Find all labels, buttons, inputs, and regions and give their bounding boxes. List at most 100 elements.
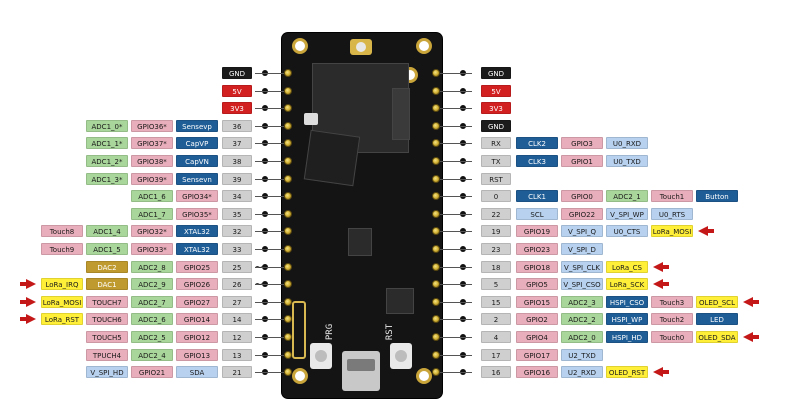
header-pin <box>284 280 292 288</box>
pin-label: ADC2_6 <box>131 313 173 325</box>
pin-label: GPIO17 <box>516 349 558 361</box>
header-pin <box>284 192 292 200</box>
header-pin <box>432 298 440 306</box>
pin-label: XTAL32 <box>176 243 218 255</box>
pin-label: GPIO34* <box>176 190 218 202</box>
pin-label: ADC2_4 <box>131 349 173 361</box>
pin-number: 25 <box>222 261 252 273</box>
pin-label: TPUCH4 <box>86 349 128 361</box>
pin-label: GPIO14 <box>176 313 218 325</box>
pin-lead <box>440 214 472 215</box>
mounting-hole <box>416 368 432 384</box>
pin-lead <box>255 355 284 356</box>
pin-lead <box>255 319 284 320</box>
pin-label: GPIO0 <box>561 190 603 202</box>
pin-lead <box>440 73 472 74</box>
pin-label: OLED_SDA <box>696 331 738 343</box>
pin-label: CLK3 <box>516 155 558 167</box>
prg-button[interactable] <box>310 343 332 369</box>
header-pin <box>284 298 292 306</box>
pin-label: ADC1_3* <box>86 173 128 185</box>
pin-label: CLK1 <box>516 190 558 202</box>
pin-label: OLED_RST <box>606 366 648 378</box>
pin-label: CLK2 <box>516 137 558 149</box>
pin-label: ADC1_1* <box>86 137 128 149</box>
rst-button[interactable] <box>390 343 412 369</box>
header-pin <box>432 192 440 200</box>
pin-label: ADC2_0 <box>561 331 603 343</box>
pin-lead <box>440 355 472 356</box>
pin-number: 12 <box>222 331 252 343</box>
pin-label: GPIO27 <box>176 296 218 308</box>
header-pin <box>432 157 440 165</box>
pin-lead <box>440 302 472 303</box>
pin-label: CapVN <box>176 155 218 167</box>
pin-label: ADC1_5 <box>86 243 128 255</box>
pin-label: GPIO38* <box>131 155 173 167</box>
pin-label: 5V <box>481 85 511 97</box>
pin-label: U2_TXD <box>561 349 603 361</box>
header-pin <box>432 245 440 253</box>
arrow-icon <box>653 262 663 272</box>
pin-label: ADC1_0* <box>86 120 128 132</box>
header-pin <box>284 157 292 165</box>
pin-label: GPIO19 <box>516 225 558 237</box>
pin-lead <box>255 91 284 92</box>
pin-number: 39 <box>222 173 252 185</box>
pin-label: TOUCH7 <box>86 296 128 308</box>
pin-lead <box>440 284 472 285</box>
pin-label: ADC1_6 <box>131 190 173 202</box>
pin-label: DAC1 <box>86 278 128 290</box>
pin-label: GPIO12 <box>176 331 218 343</box>
pin-number: 17 <box>481 349 511 361</box>
pin-label: GPIO1 <box>561 155 603 167</box>
usb-port-icon[interactable] <box>342 351 380 391</box>
pin-number: 5 <box>481 278 511 290</box>
pin-lead <box>255 231 284 232</box>
header-pin <box>284 315 292 323</box>
pin-lead <box>255 302 284 303</box>
arrow-icon <box>26 279 36 289</box>
pin-label: SDA <box>176 366 218 378</box>
pin-lead <box>255 214 284 215</box>
prg-silk-label: PRG <box>325 324 335 340</box>
pin-lead <box>440 231 472 232</box>
pin-lead <box>440 108 472 109</box>
pin-label: Touch8 <box>41 225 83 237</box>
pin-label: Touch9 <box>41 243 83 255</box>
pin-label: LED <box>696 313 738 325</box>
arrow-icon <box>743 332 753 342</box>
pin-label: U0_RTS <box>651 208 693 220</box>
pin-label: GPIO32* <box>131 225 173 237</box>
rst-silk-label: RST <box>385 324 395 340</box>
header-pin <box>284 263 292 271</box>
header-pin <box>432 175 440 183</box>
pin-label: 3V3 <box>222 102 252 114</box>
mounting-hole <box>416 38 432 54</box>
wifi-antenna-trace <box>292 301 306 359</box>
pin-label: OLED_SCL <box>696 296 738 308</box>
wave-icon: ~ <box>255 260 262 274</box>
header-pin <box>284 245 292 253</box>
pin-label: U2_RXD <box>561 366 603 378</box>
pin-label: LoRa_SCK <box>606 278 648 290</box>
pin-label: Touch1 <box>651 190 693 202</box>
header-pin <box>284 368 292 376</box>
pin-lead <box>255 108 284 109</box>
pin-number: 16 <box>481 366 511 378</box>
pin-label: GND <box>222 67 252 79</box>
header-pin <box>432 122 440 130</box>
pin-label: GPIO16 <box>516 366 558 378</box>
pin-label: HSPI_HD <box>606 331 648 343</box>
header-pin <box>284 87 292 95</box>
pin-number: 36 <box>222 120 252 132</box>
arrow-icon <box>26 297 36 307</box>
pin-label: GPIO23 <box>516 243 558 255</box>
pin-lead <box>440 372 472 373</box>
pin-label: GPIO36* <box>131 120 173 132</box>
pin-lead <box>440 267 472 268</box>
pin-label: GPIO13 <box>176 349 218 361</box>
header-pin <box>284 69 292 77</box>
pin-label: LoRa_MOSI <box>41 296 83 308</box>
pin-label: ADC2_2 <box>561 313 603 325</box>
